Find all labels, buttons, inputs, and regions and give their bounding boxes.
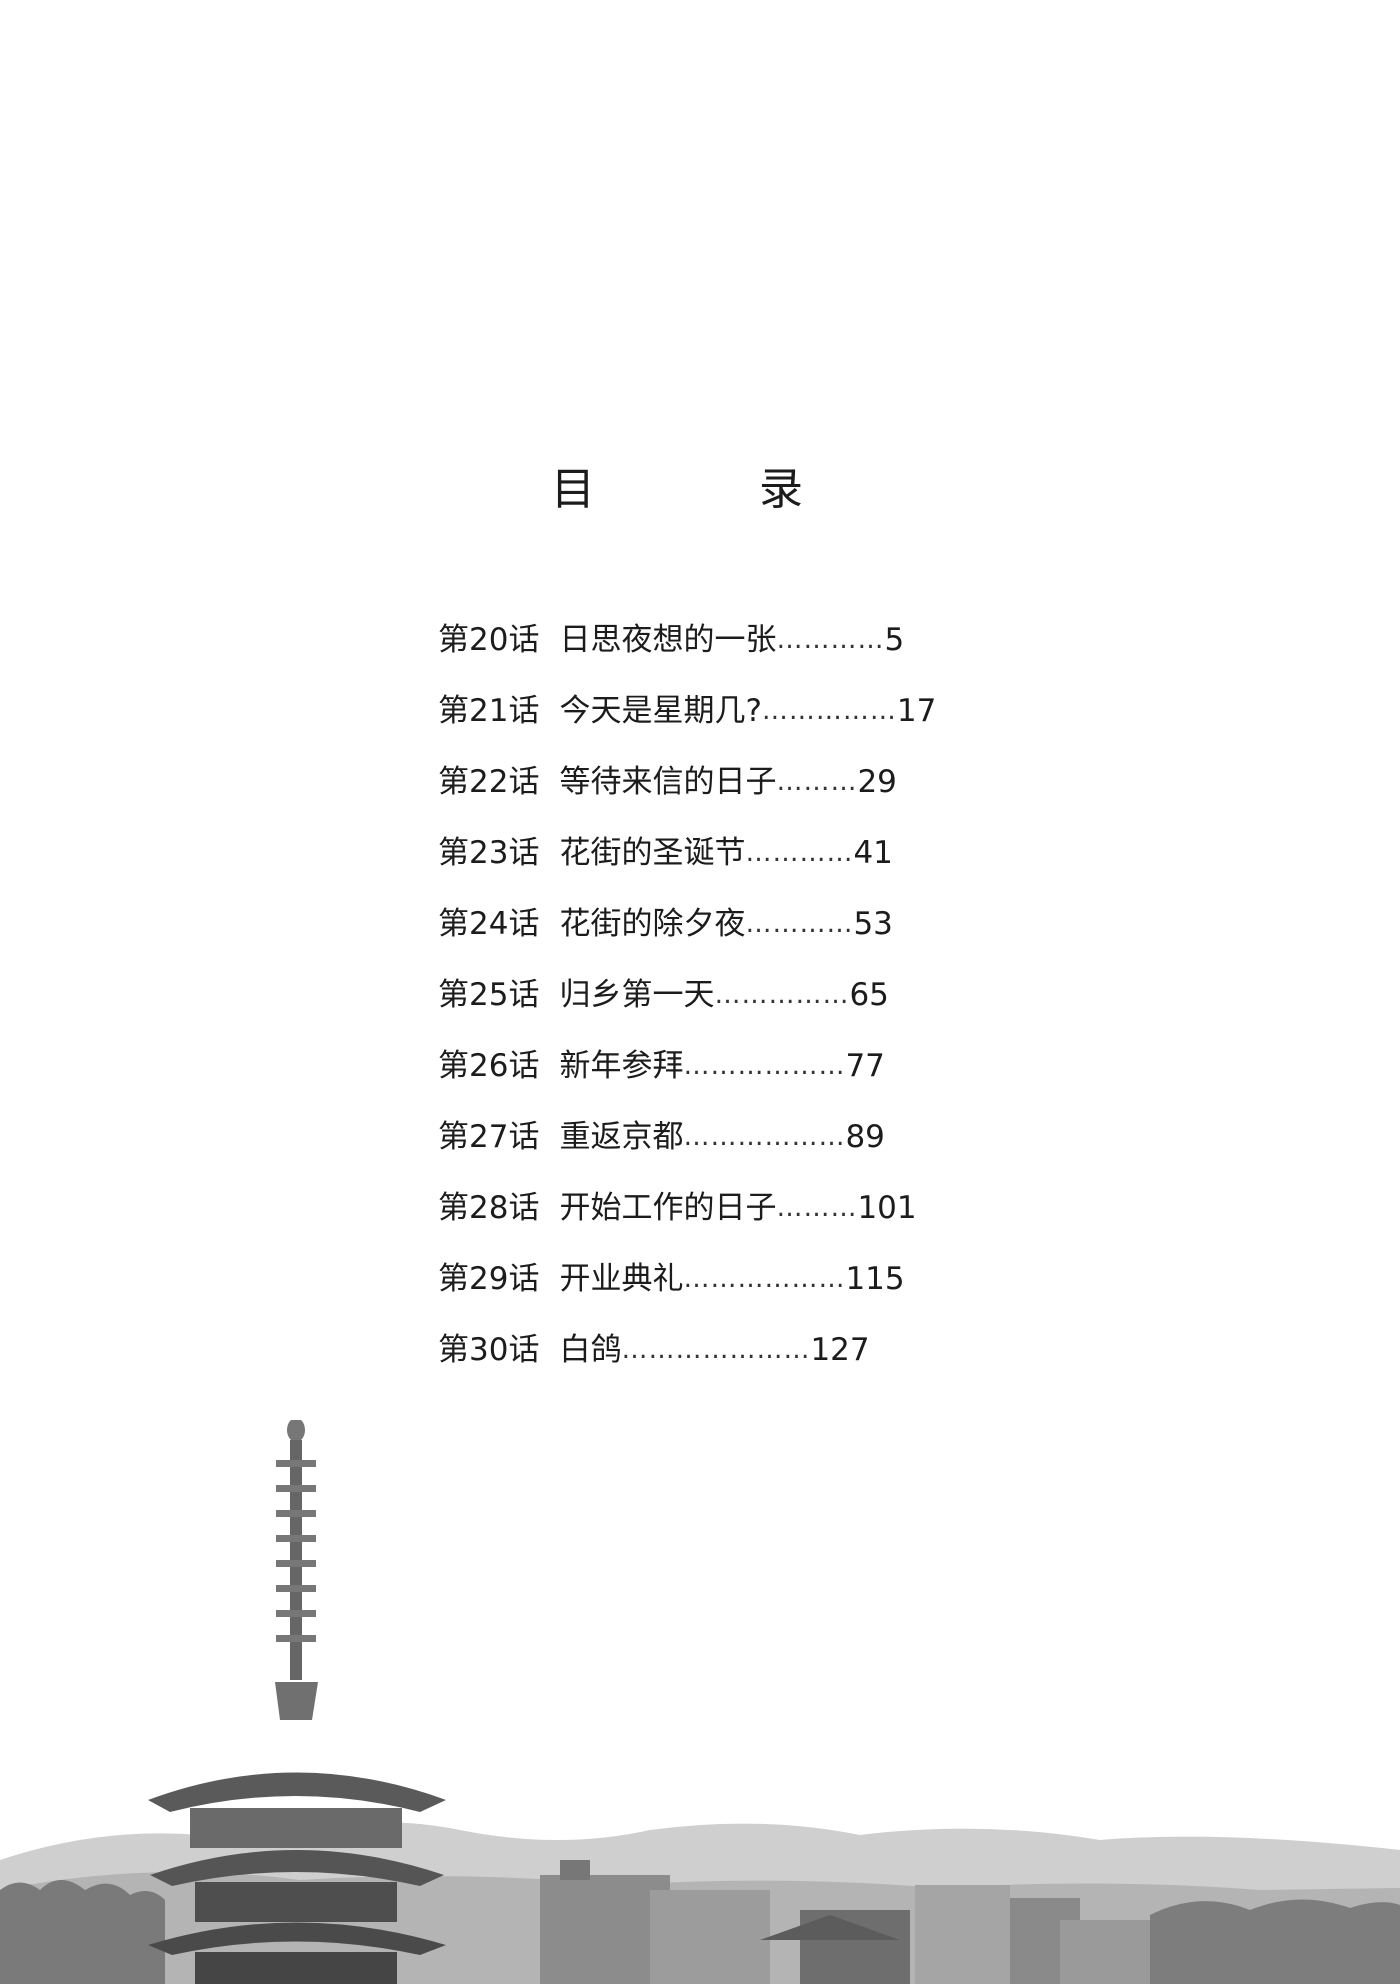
toc-entry-page: 101 bbox=[857, 1189, 917, 1226]
toc-entry[interactable]: 第29话开业典礼………………115 bbox=[438, 1243, 1018, 1314]
toc-entry-page: 89 bbox=[845, 1118, 885, 1155]
toc-entry-title: 重返京都 bbox=[559, 1118, 684, 1155]
toc-entry[interactable]: 第20话日思夜想的一张…………5 bbox=[438, 604, 1018, 675]
toc-entry[interactable]: 第30话白鸽…………………127 bbox=[438, 1314, 1018, 1385]
toc-entry-episode: 第29话 bbox=[438, 1260, 540, 1297]
toc-entry-leader: ………………… bbox=[621, 1334, 811, 1365]
toc-entry-leader: ……………… bbox=[683, 1263, 846, 1294]
toc-entry-page: 77 bbox=[845, 1047, 885, 1084]
toc-entry-episode: 第21话 bbox=[438, 692, 540, 729]
toc-entry-episode: 第26话 bbox=[438, 1047, 540, 1084]
toc-entry-page: 17 bbox=[896, 692, 937, 729]
toc-entry-leader: ………… bbox=[745, 837, 854, 868]
toc-entry-leader: …………… bbox=[714, 979, 850, 1010]
toc-entry-episode: 第30话 bbox=[438, 1331, 540, 1368]
toc-entry-page: 65 bbox=[849, 976, 889, 1013]
pagoda-cityscape-illustration bbox=[0, 1420, 1400, 1984]
toc-entry-leader: ……………… bbox=[683, 1050, 846, 1081]
toc-entry-leader: ………… bbox=[745, 908, 854, 939]
toc-entry-title: 花街的圣诞节 bbox=[559, 834, 746, 871]
toc-entry-episode: 第27话 bbox=[438, 1118, 540, 1155]
toc-entry-leader: ……… bbox=[776, 766, 858, 797]
toc-entry[interactable]: 第22话等待来信的日子………29 bbox=[438, 746, 1018, 817]
toc-entry[interactable]: 第23话花街的圣诞节…………41 bbox=[438, 817, 1018, 888]
toc-entry-title: 开业典礼 bbox=[559, 1260, 684, 1297]
toc-entry-episode: 第23话 bbox=[438, 834, 540, 871]
toc-entry[interactable]: 第27话重返京都………………89 bbox=[438, 1101, 1018, 1172]
toc-entry-leader: …………… bbox=[761, 695, 897, 726]
toc-entry-page: 53 bbox=[853, 905, 893, 942]
toc-entry-title: 开始工作的日子 bbox=[559, 1189, 777, 1226]
toc-entry-title: 归乡第一天 bbox=[559, 976, 715, 1013]
toc-entry-title: 日思夜想的一张 bbox=[559, 621, 777, 658]
toc-entry-title: 等待来信的日子 bbox=[559, 763, 777, 800]
toc-entry-leader: ………… bbox=[776, 624, 885, 655]
toc-entry-title: 今天是星期几? bbox=[559, 692, 762, 729]
toc-entry-title: 白鸽 bbox=[559, 1331, 622, 1368]
toc-entry-page: 5 bbox=[884, 621, 905, 658]
toc-entry-episode: 第22话 bbox=[438, 763, 540, 800]
toc-entry[interactable]: 第25话归乡第一天……………65 bbox=[438, 959, 1018, 1030]
toc-entry-page: 127 bbox=[810, 1331, 870, 1368]
toc-entry-page: 115 bbox=[845, 1260, 905, 1297]
toc-entry-leader: ……………… bbox=[683, 1121, 846, 1152]
toc-entry-episode: 第24话 bbox=[438, 905, 540, 942]
toc-entry-leader: ……… bbox=[776, 1192, 858, 1223]
toc-entry[interactable]: 第21话今天是星期几?……………17 bbox=[438, 675, 1018, 746]
toc-entry-title: 新年参拜 bbox=[559, 1047, 684, 1084]
toc-entry[interactable]: 第28话开始工作的日子………101 bbox=[438, 1172, 1018, 1243]
toc-entry-episode: 第25话 bbox=[438, 976, 540, 1013]
toc-entry-page: 41 bbox=[853, 834, 893, 871]
toc-entry-title: 花街的除夕夜 bbox=[559, 905, 746, 942]
toc-entry-episode: 第28话 bbox=[438, 1189, 540, 1226]
toc-entry[interactable]: 第24话花街的除夕夜…………53 bbox=[438, 888, 1018, 959]
toc-entry[interactable]: 第26话新年参拜………………77 bbox=[438, 1030, 1018, 1101]
toc-entry-episode: 第20话 bbox=[438, 621, 540, 658]
toc-title: 目 录 bbox=[551, 464, 863, 515]
toc-entry-page: 29 bbox=[857, 763, 897, 800]
